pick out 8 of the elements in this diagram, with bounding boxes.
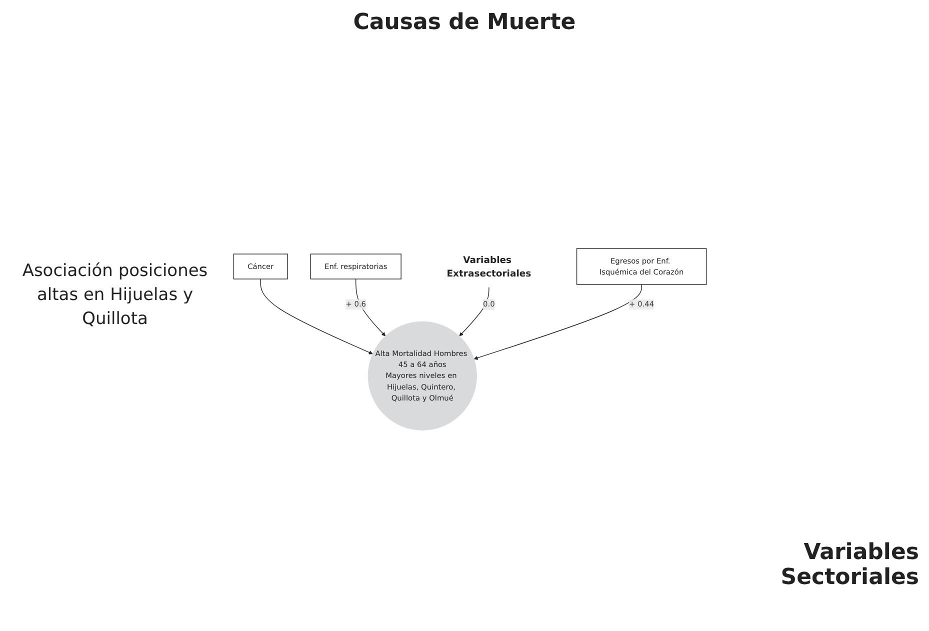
arrow (260, 278, 373, 354)
arrow (459, 286, 490, 336)
arrow (474, 284, 642, 360)
side-note: Asociación posiciones altas en Hijuelas y Quillota (21, 260, 209, 331)
side-heading: Variables Sectoriales (780, 540, 919, 590)
diagram-title: Causas de Muerte (352, 10, 577, 35)
node-text: Variables Extrasectoriales (446, 254, 532, 279)
arrow (356, 278, 386, 336)
